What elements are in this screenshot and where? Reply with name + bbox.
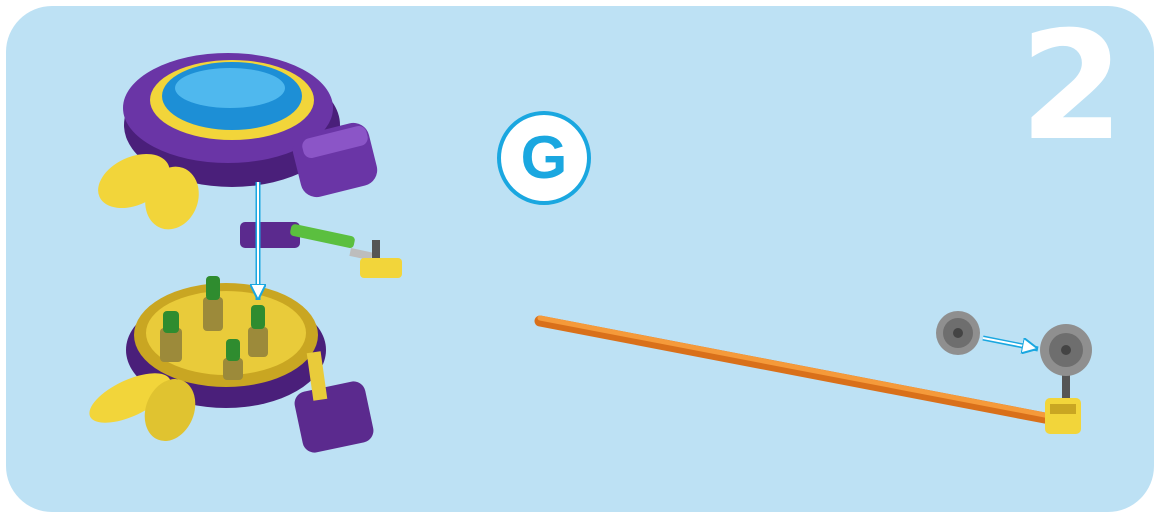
gear-arrow — [983, 338, 1038, 349]
bottom-base-part — [83, 276, 376, 455]
mounted-gear-part — [1040, 324, 1092, 434]
part-g-letter: G — [521, 128, 568, 188]
part-g-callout: G — [497, 111, 591, 205]
small-gear-part — [936, 311, 980, 355]
top-shell-part — [89, 53, 380, 237]
connector-rod-part — [240, 222, 402, 278]
